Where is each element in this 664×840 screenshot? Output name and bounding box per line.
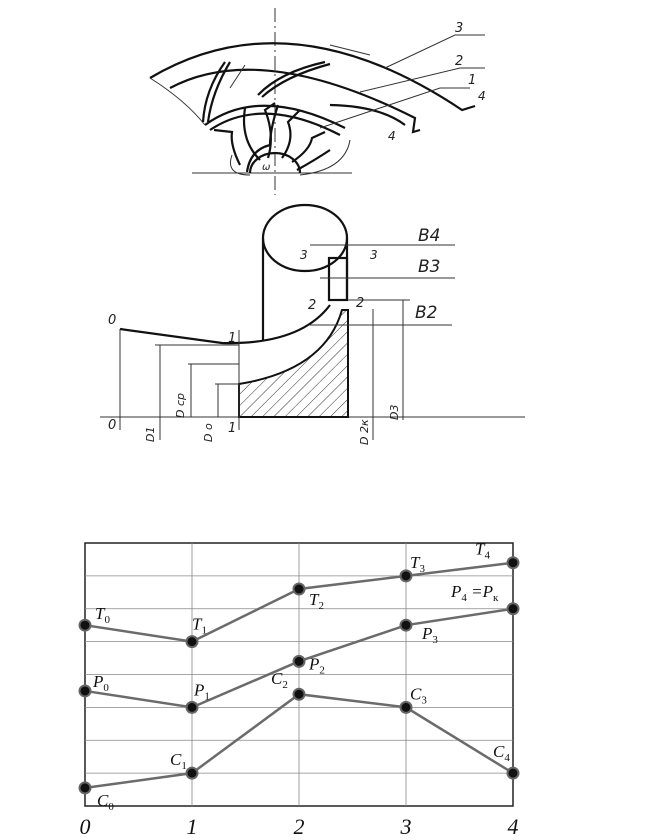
shroud-contour — [119, 304, 331, 345]
data-label-C0: C0 — [97, 791, 114, 813]
data-label-T2: T2 — [309, 590, 324, 612]
impeller-view: 3 2 1 4 4 ω — [149, 8, 486, 195]
x-tick-label: 0 — [80, 814, 91, 839]
data-point-T2 — [292, 582, 306, 596]
data-point-P4 — [506, 602, 520, 616]
label-section-2-right: 2 — [356, 296, 364, 311]
label-d1: D1 — [144, 427, 157, 442]
data-label-C4: C4 — [493, 742, 510, 764]
label-section-0-bottom: 0 — [108, 418, 116, 433]
data-label-T3: T3 — [410, 553, 425, 575]
label-zone-3: 3 — [455, 21, 463, 36]
label-b4: B4 — [418, 226, 440, 246]
data-label-T0: T0 — [95, 604, 110, 626]
impeller-blade — [263, 102, 276, 159]
data-label-C3: C3 — [410, 684, 427, 706]
data-point-T0 — [78, 618, 92, 632]
hub — [248, 151, 302, 174]
data-point-C3 — [399, 700, 413, 714]
label-d3: D3 — [388, 405, 401, 420]
data-point-P3 — [399, 618, 413, 632]
label-section-3-left: 3 — [300, 248, 308, 262]
data-label-C2: C2 — [271, 669, 288, 691]
data-point-C0 — [78, 781, 92, 795]
chart-grid — [85, 543, 513, 806]
label-section-2-left: 2 — [308, 298, 316, 313]
data-label-P2: P2 — [308, 654, 325, 676]
label-section-4b: 4 — [388, 129, 396, 143]
data-label-C1: C1 — [170, 750, 187, 772]
data-point-P0 — [78, 684, 92, 698]
impeller-blade — [291, 131, 326, 163]
data-point-T1 — [185, 635, 199, 649]
label-d2k: D 2к — [358, 419, 371, 445]
label-omega: ω — [262, 162, 270, 173]
vaned-diffuser — [327, 256, 349, 302]
data-point-C4 — [506, 766, 520, 780]
data-point-T3 — [399, 569, 413, 583]
data-point-P1 — [185, 700, 199, 714]
diffuser-vane — [201, 61, 226, 123]
x-tick-label: 3 — [400, 814, 412, 839]
diffuser-vane — [257, 60, 326, 96]
data-label-P3: P3 — [421, 624, 438, 646]
label-dcp: D ср — [174, 393, 187, 418]
impeller-blade — [213, 128, 241, 166]
data-label-P4: P4 =Pк — [450, 582, 499, 604]
data-label-T1: T1 — [192, 615, 207, 637]
label-section-1-bottom: 1 — [228, 421, 236, 436]
label-d0: D о — [202, 423, 215, 442]
data-label-P1: P1 — [193, 680, 210, 702]
data-point-C1 — [185, 766, 199, 780]
label-b2: B2 — [415, 303, 437, 323]
data-point-C2 — [292, 687, 306, 701]
section-view: B4 B3 B2 0 0 1 1 2 2 3 3 D1 D ср D о D 2… — [100, 203, 525, 445]
data-label-T4: T4 — [475, 540, 490, 562]
data-point-P2 — [292, 654, 306, 668]
flow-arrow — [329, 44, 371, 56]
impeller-rim-outer — [204, 104, 346, 129]
label-section-3-right: 3 — [370, 248, 378, 262]
data-label-P0: P0 — [92, 672, 109, 694]
outer-diffuser-arc — [149, 42, 476, 112]
label-section-1-top: 1 — [228, 331, 236, 346]
label-section-0-top: 0 — [108, 313, 116, 328]
label-section-4a: 4 — [478, 89, 486, 103]
label-b3: B3 — [418, 257, 440, 277]
label-zone-1: 1 — [468, 73, 476, 88]
data-point-T4 — [506, 556, 520, 570]
chart-x-ticks: 0 1 2 3 4 — [80, 814, 519, 839]
x-tick-label: 4 — [508, 814, 519, 839]
x-tick-label: 2 — [294, 814, 305, 839]
impeller-blade — [242, 107, 261, 161]
label-zone-2: 2 — [455, 54, 463, 69]
x-tick-label: 1 — [187, 814, 198, 839]
impeller-hub-hatched — [238, 309, 349, 418]
